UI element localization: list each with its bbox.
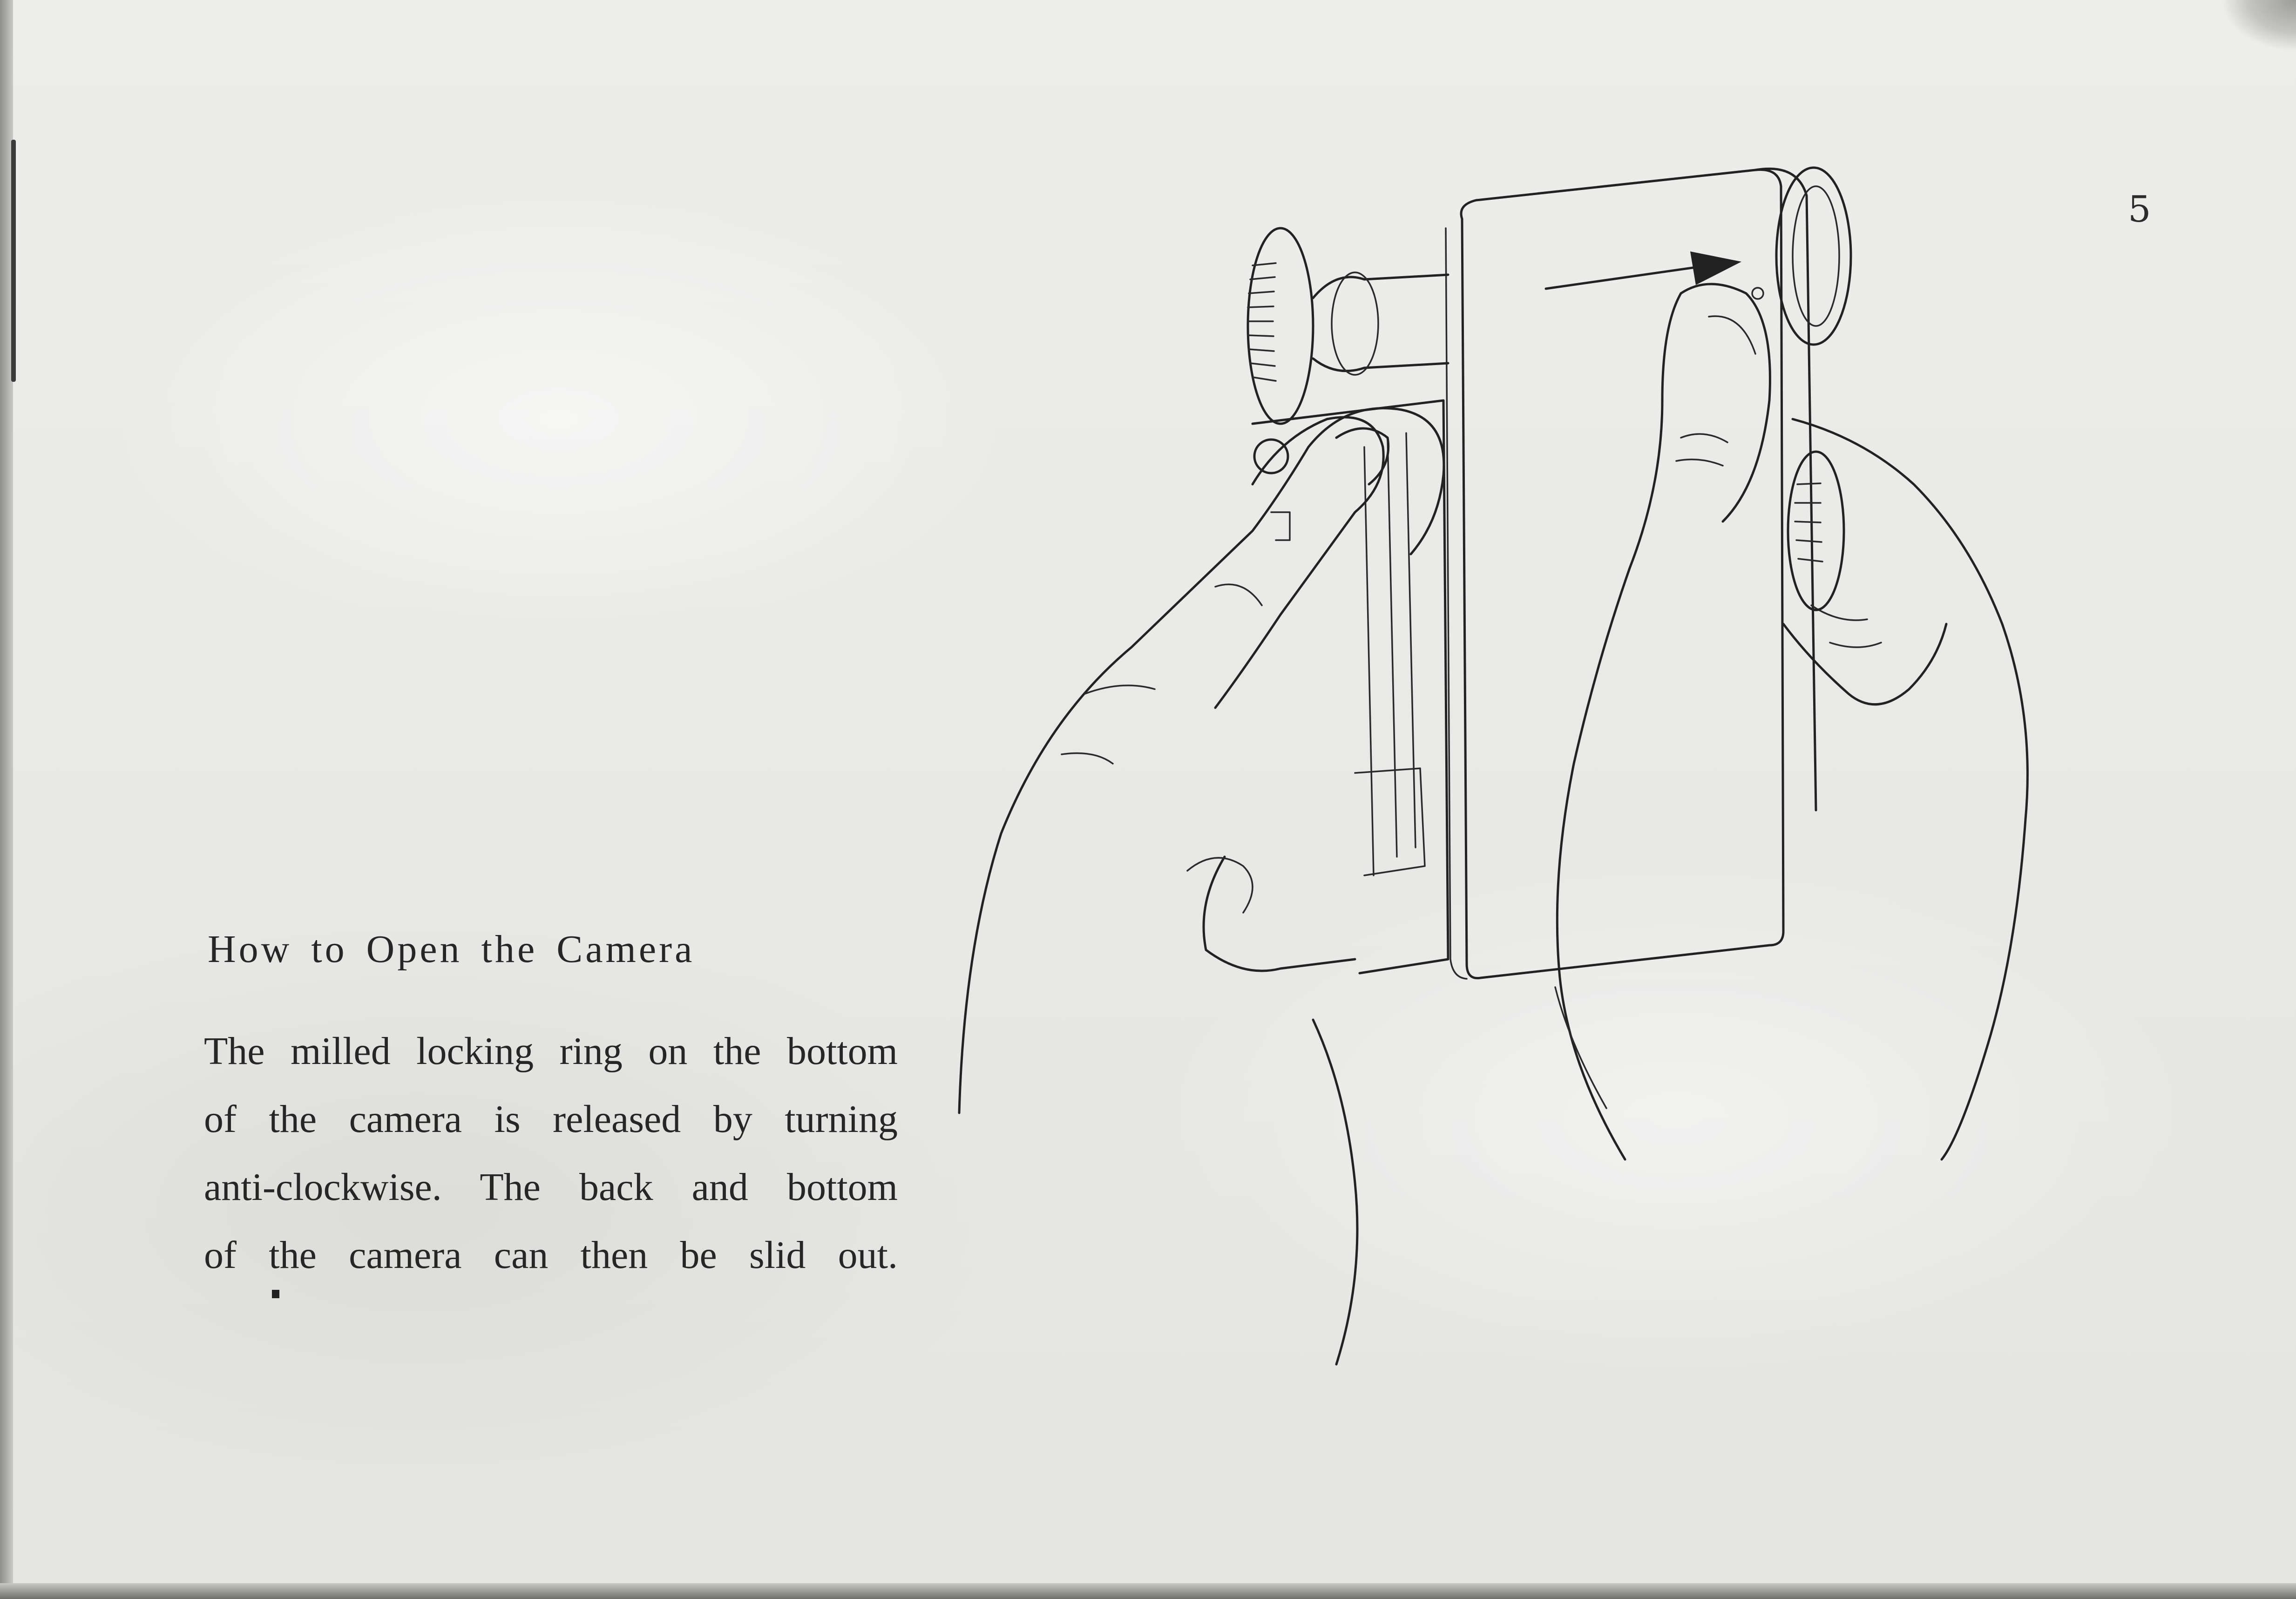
right-wrist-line <box>1554 986 1607 1109</box>
knob-shaft <box>1312 273 1449 373</box>
camera-illustration <box>955 158 2147 1378</box>
right-thumbnail <box>1708 315 1756 355</box>
body-line: The milled locking ring on the bottom <box>204 1030 898 1073</box>
page-corner-curl <box>2221 0 2296 51</box>
right-knob-ridges <box>1794 482 1823 562</box>
knob-collar <box>1331 271 1379 376</box>
body-line: of the camera is released by turning <box>204 1098 898 1141</box>
end-mark <box>272 1290 279 1298</box>
right-hand-outline <box>1791 418 2029 1161</box>
arrow-shaft <box>1544 264 1710 290</box>
camera-side-frame <box>1251 399 1449 975</box>
page-left-edge <box>0 0 13 1599</box>
right-thumb-outer <box>1556 292 1682 1161</box>
right-thumb-crease <box>1675 433 1728 467</box>
camera-pin <box>1751 287 1764 300</box>
arrow-right-icon <box>1690 251 1741 285</box>
page-number: 5 <box>2128 189 2151 230</box>
side-slot-1 <box>1363 446 1375 876</box>
side-slot-3 <box>1405 432 1416 848</box>
page-bottom-edge <box>0 1583 2296 1599</box>
camera-right-end <box>1754 167 1817 812</box>
left-thumb <box>1214 416 1385 709</box>
right-knob-inner <box>1792 185 1840 327</box>
section-body: The milled locking ring on the bottom of… <box>204 1017 898 1289</box>
left-knuckle-2 <box>1084 684 1156 695</box>
left-knuckle-3 <box>1061 752 1114 765</box>
right-finger-crease <box>1810 604 1882 648</box>
side-bracket <box>1354 767 1426 876</box>
section-heading: How to Open the Camera <box>208 928 695 971</box>
right-fingers <box>1782 623 1948 706</box>
camera-back-edge <box>1445 227 1468 980</box>
side-slot-2 <box>1387 437 1398 858</box>
side-lever <box>1270 511 1291 541</box>
milled-knob <box>1246 227 1314 425</box>
binding-mark <box>11 140 16 382</box>
right-thumb <box>1680 283 1771 523</box>
right-hand-knob <box>1787 450 1845 611</box>
right-knob <box>1775 166 1852 346</box>
left-thumbnail <box>1335 427 1390 486</box>
left-hand-outline <box>958 407 1445 1114</box>
left-wrist <box>1312 1018 1359 1366</box>
left-palm <box>1202 855 1356 972</box>
hands-camera-drawing <box>958 166 2029 1366</box>
body-line: of the camera can then be slid out. <box>204 1233 898 1277</box>
camera-back-plate <box>1460 168 1785 980</box>
body-line: anti-clockwise. The back and bottom <box>204 1165 898 1209</box>
knob-knurl-1 <box>1247 262 1277 382</box>
left-finger-curl <box>1186 857 1253 914</box>
side-screw <box>1253 438 1289 474</box>
left-knuckle-1 <box>1214 583 1263 606</box>
